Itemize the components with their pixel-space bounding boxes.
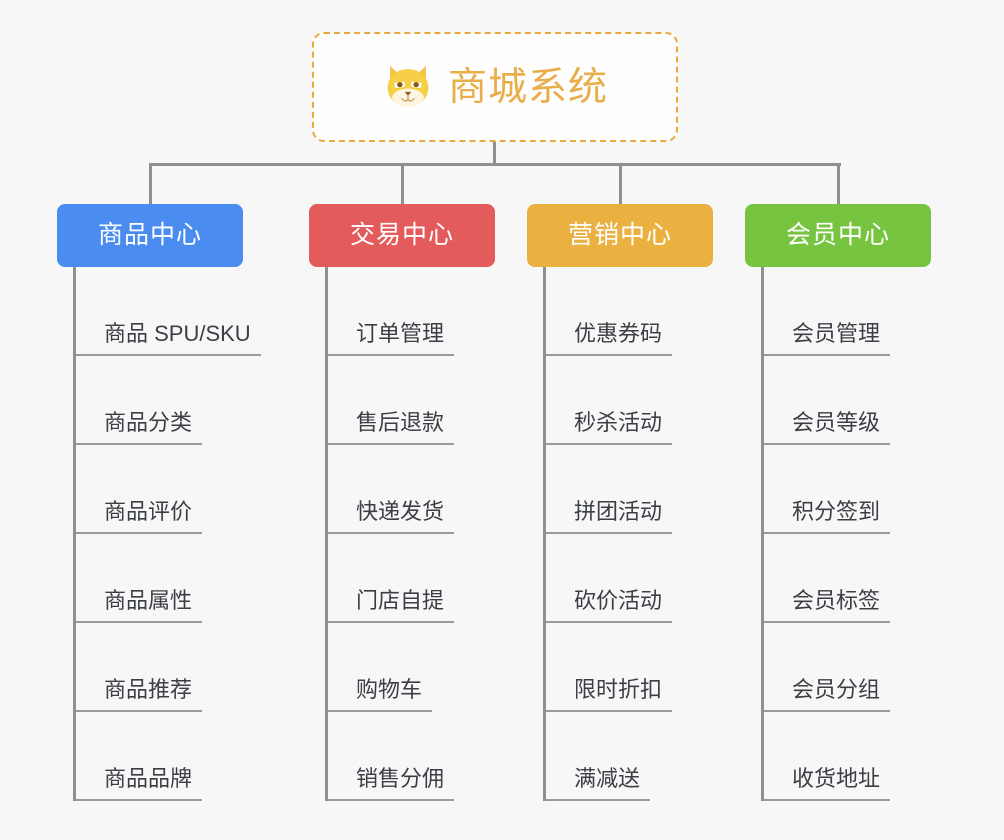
leaf-item-label: 销售分佣 — [328, 768, 455, 801]
leaf-item[interactable]: 售后退款 — [328, 356, 455, 445]
connector-drop-product-center — [149, 163, 152, 204]
leaf-item-label: 收货地址 — [764, 768, 891, 801]
leaf-item[interactable]: 订单管理 — [328, 267, 455, 356]
category-label-marketing-center: 营销中心 — [567, 221, 672, 249]
leaf-item[interactable]: 会员等级 — [764, 356, 891, 445]
connector-spine-marketing-center — [543, 267, 546, 801]
leaf-item-label: 优惠券码 — [546, 323, 673, 356]
root-node-商城系统[interactable]: 商城系统 — [312, 32, 678, 142]
leaf-item-label: 商品属性 — [76, 590, 203, 623]
leaf-item[interactable]: 商品推荐 — [76, 623, 203, 712]
leaf-item[interactable]: 快递发货 — [328, 445, 455, 534]
leaf-item-label: 会员标签 — [764, 590, 891, 623]
leaf-item[interactable]: 商品分类 — [76, 356, 203, 445]
leaf-item-label: 订单管理 — [328, 323, 455, 356]
connector-drop-member-center — [837, 163, 840, 204]
connector-horizontal-bus — [150, 163, 841, 166]
leaf-item[interactable]: 优惠券码 — [546, 267, 673, 356]
leaf-item[interactable]: 门店自提 — [328, 534, 455, 623]
connector-spine-trade-center — [325, 267, 328, 801]
leaf-item-label: 会员分组 — [764, 679, 891, 712]
leaf-item-label: 满减送 — [546, 768, 651, 801]
leaf-item-label: 秒杀活动 — [546, 412, 673, 445]
leaf-item-label: 商品推荐 — [76, 679, 203, 712]
leaf-item-label: 快递发货 — [328, 501, 455, 534]
leaf-item[interactable]: 商品品牌 — [76, 712, 203, 801]
leaf-item-label: 门店自提 — [328, 590, 455, 623]
leaf-item-label: 会员等级 — [764, 412, 891, 445]
leaf-item[interactable]: 拼团活动 — [546, 445, 673, 534]
leaf-item[interactable]: 积分签到 — [764, 445, 891, 534]
connector-drop-trade-center — [401, 163, 404, 204]
leaf-item-label: 商品品牌 — [76, 768, 203, 801]
leaf-item-label: 拼团活动 — [546, 501, 673, 534]
category-box-marketing-center[interactable]: 营销中心 — [527, 204, 713, 267]
category-label-member-center: 会员中心 — [785, 221, 890, 249]
connector-spine-member-center — [761, 267, 764, 801]
leaf-item-label: 售后退款 — [328, 412, 455, 445]
leaf-item[interactable]: 会员分组 — [764, 623, 891, 712]
category-label-trade-center: 交易中心 — [349, 221, 454, 249]
category-box-product-center[interactable]: 商品中心 — [57, 204, 243, 267]
root-title: 商城系统 — [447, 65, 608, 109]
category-label-product-center: 商品中心 — [97, 221, 202, 249]
shiba-dog-face-icon — [387, 65, 429, 107]
category-box-member-center[interactable]: 会员中心 — [745, 204, 931, 267]
leaf-item[interactable]: 限时折扣 — [546, 623, 673, 712]
category-box-trade-center[interactable]: 交易中心 — [309, 204, 495, 267]
leaf-item[interactable]: 秒杀活动 — [546, 356, 673, 445]
leaf-item[interactable]: 商品评价 — [76, 445, 203, 534]
leaf-item-label: 限时折扣 — [546, 679, 673, 712]
leaf-item-label: 商品 SPU/SKU — [76, 323, 261, 356]
leaf-item[interactable]: 销售分佣 — [328, 712, 455, 801]
connector-root-stem — [493, 142, 496, 164]
connector-spine-product-center — [73, 267, 76, 801]
leaf-item-label: 商品评价 — [76, 501, 203, 534]
leaf-item-label: 会员管理 — [764, 323, 891, 356]
leaf-item[interactable]: 会员标签 — [764, 534, 891, 623]
leaf-item-label: 砍价活动 — [546, 590, 673, 623]
leaf-item[interactable]: 商品属性 — [76, 534, 203, 623]
leaf-item-label: 积分签到 — [764, 501, 891, 534]
leaf-item-label: 商品分类 — [76, 412, 203, 445]
leaf-item[interactable]: 购物车 — [328, 623, 433, 712]
leaf-item-label: 购物车 — [328, 679, 433, 712]
leaf-item[interactable]: 会员管理 — [764, 267, 891, 356]
leaf-item[interactable]: 满减送 — [546, 712, 651, 801]
leaf-item[interactable]: 砍价活动 — [546, 534, 673, 623]
leaf-item[interactable]: 收货地址 — [764, 712, 891, 801]
connector-drop-marketing-center — [619, 163, 622, 204]
leaf-item[interactable]: 商品 SPU/SKU — [76, 267, 261, 356]
